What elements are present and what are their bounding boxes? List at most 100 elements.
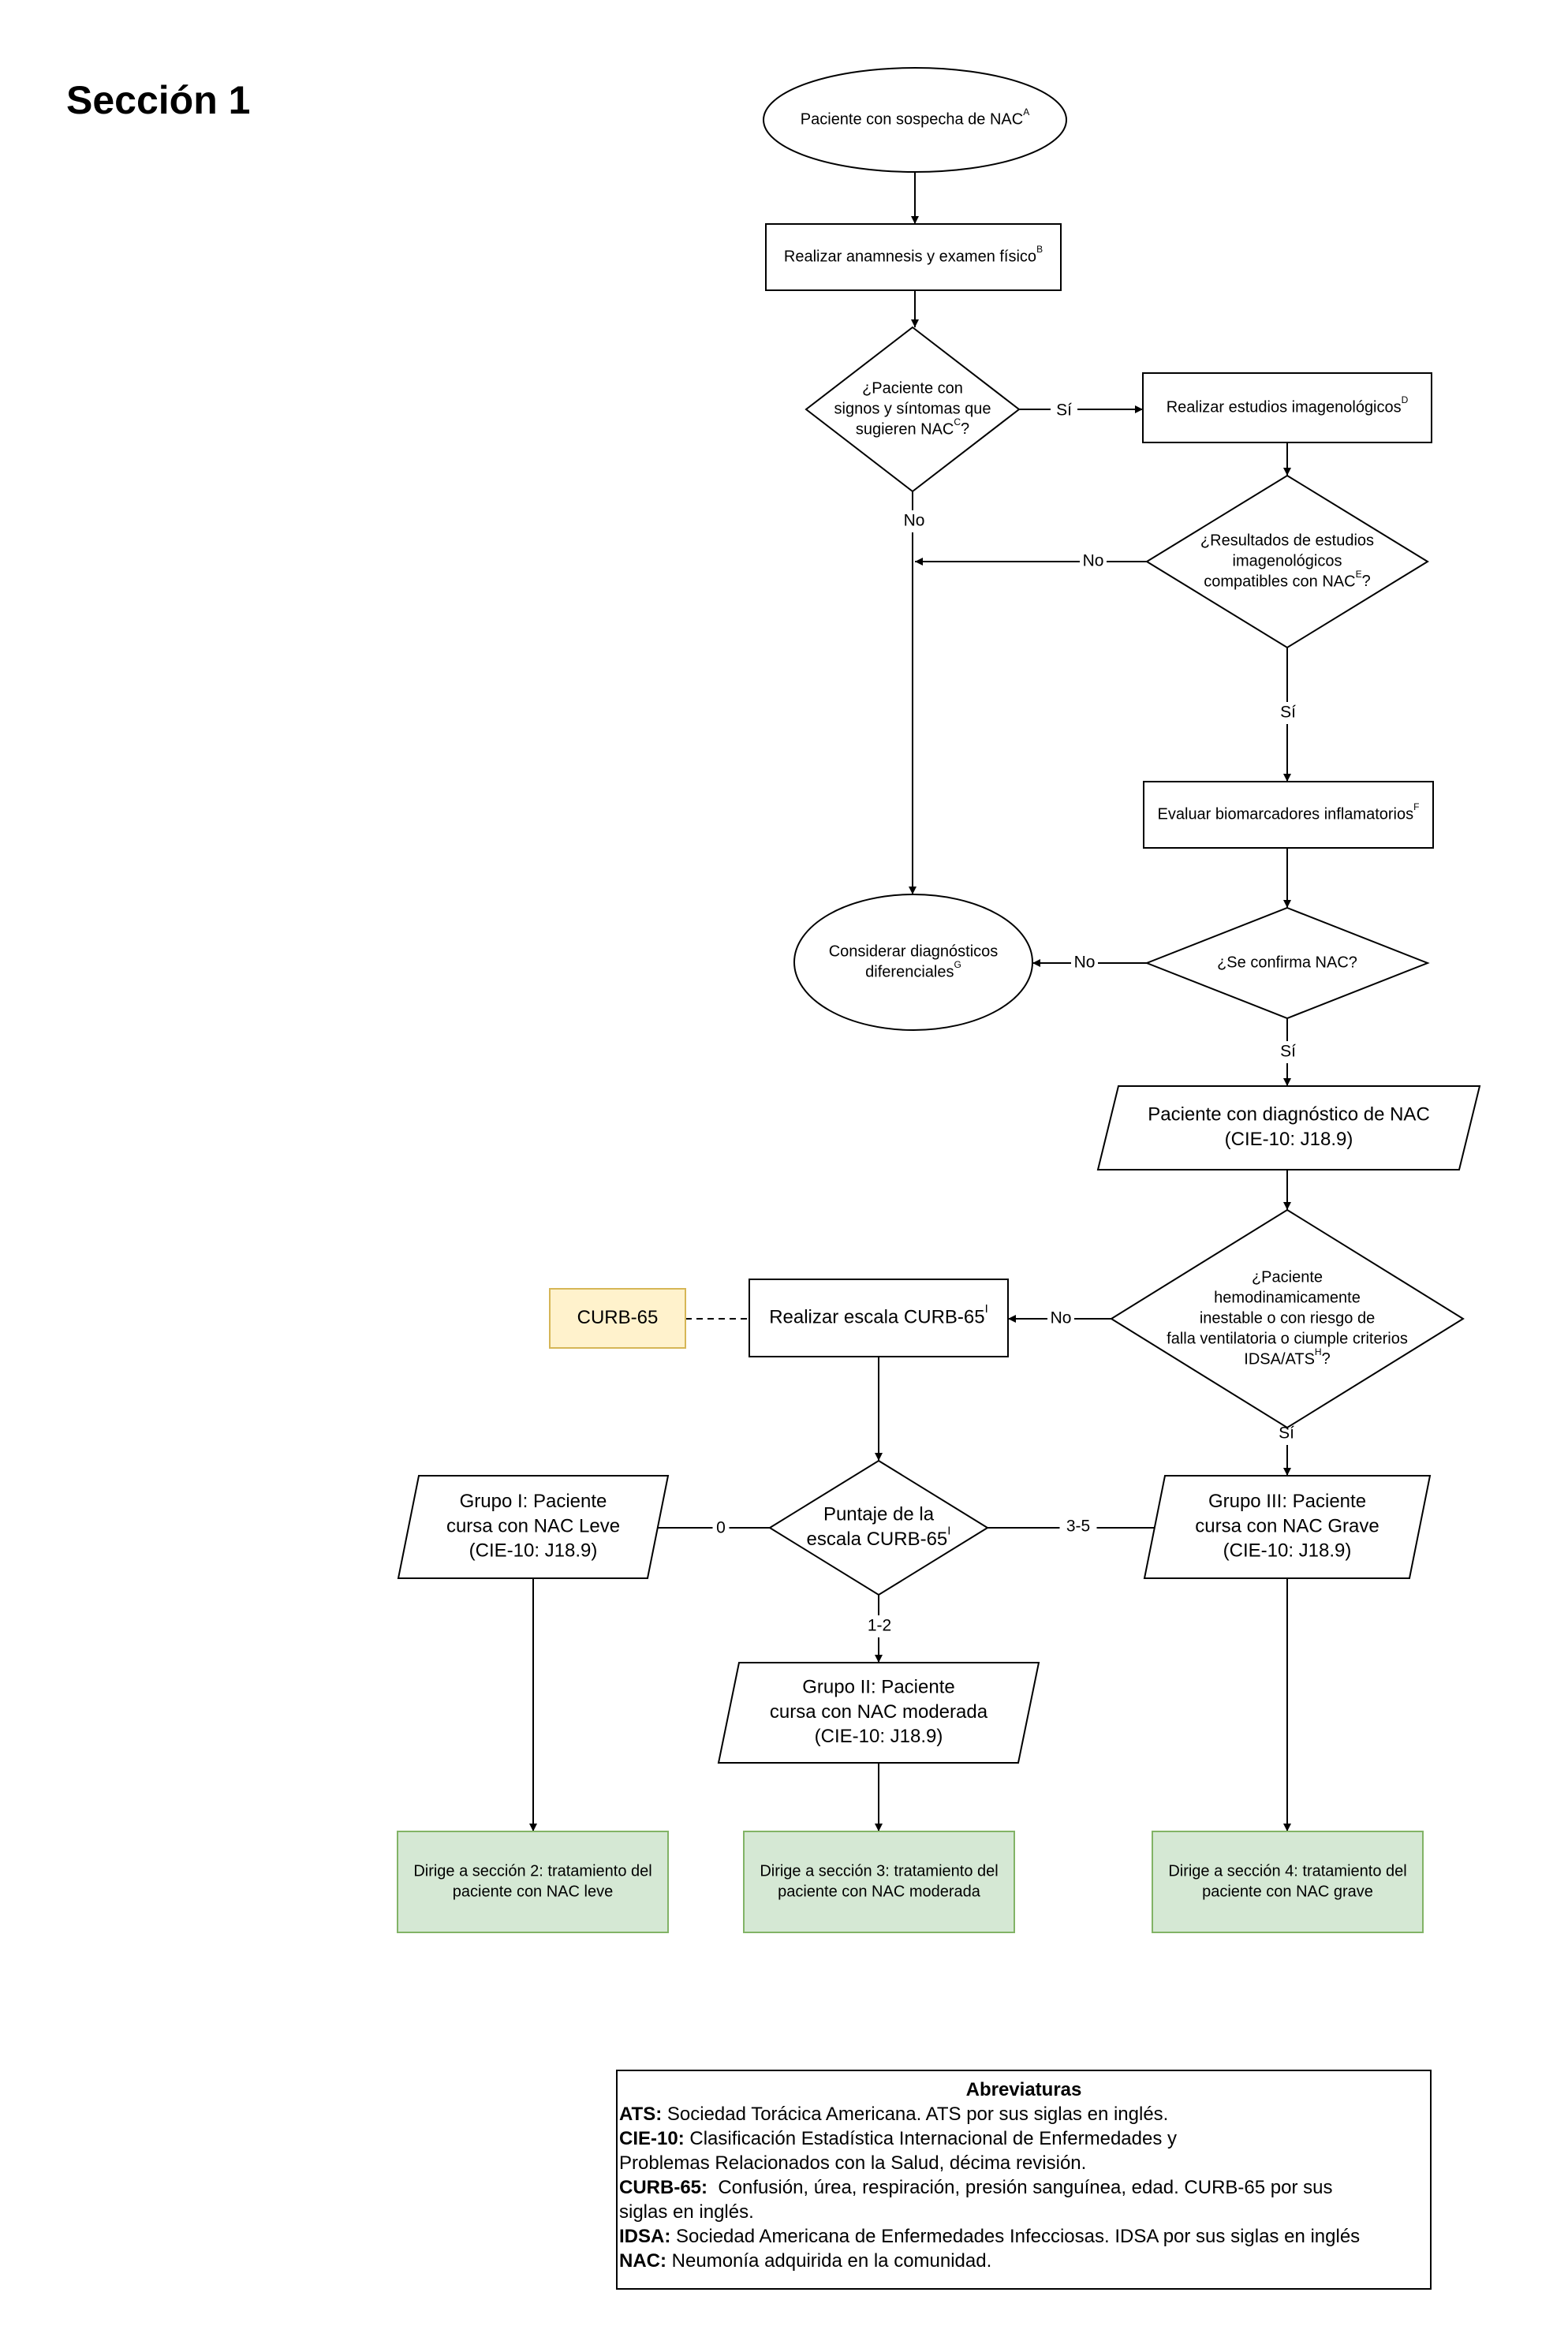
abbreviation-definition: Neumonía adquirida en la comunidad.	[666, 2250, 992, 2272]
footnote-superscript: I	[985, 1302, 988, 1316]
node-unstable-decision: ¿Paciente hemodinamicamente inestable o co…	[1110, 1208, 1465, 1429]
node-text-line: ¿Se confirma NAC?	[1217, 954, 1357, 971]
edge-label-si-imaging: Sí	[1056, 401, 1072, 420]
footnote-superscript: H	[1315, 1346, 1322, 1357]
node-text-line: inestable o con riesgo de	[1200, 1309, 1375, 1327]
abbreviation-definition: siglas en inglés.	[619, 2201, 754, 2223]
node-sec3: Dirige a sección 3: tratamiento delpacie…	[743, 1831, 1015, 1933]
abbreviations-title: Abreviaturas	[965, 2079, 1082, 2100]
edge-label-bg	[712, 1518, 730, 1540]
node-text-line: (CIE-10: J18.9)	[1223, 1540, 1352, 1562]
diamond-shape	[805, 326, 1021, 493]
edge-label-bg	[1051, 400, 1077, 422]
footnote-superscript: D	[1402, 394, 1409, 405]
edge-label-no-imaging: No	[1083, 552, 1104, 570]
abbreviation-definition: Problemas Relacionados con la Salud, déc…	[619, 2152, 1087, 2174]
node-text-line: paciente con NAC leve	[453, 1883, 613, 1900]
diamond-shape	[1110, 1208, 1465, 1429]
node-text-line: Grupo I: Paciente	[460, 1491, 607, 1512]
abbreviation-line: CURB-65: Confusión, úrea, respiración, p…	[619, 2175, 1428, 2200]
node-text-line: Considerar diagnósticos	[829, 943, 999, 960]
abbreviation-term: NAC:	[619, 2250, 666, 2272]
parallelogram-shape	[717, 1662, 1040, 1764]
abbreviations-list: ATS: Sociedad Torácica Americana. ATS po…	[619, 2102, 1428, 2273]
box-shape	[765, 223, 1062, 291]
node-text-line: Realizar estudios imagenológicosD	[1167, 394, 1409, 416]
abbreviation-line: IDSA: Sociedad Americana de Enfermedades…	[619, 2224, 1428, 2249]
node-text-line: cursa con NAC Leve	[446, 1515, 620, 1536]
diamond-shape	[1144, 906, 1430, 1020]
node-imaging-decision: ¿Resultados de estudiosimagenológicoscom…	[1145, 474, 1429, 649]
node-text-line: (CIE-10: J18.9)	[815, 1726, 943, 1747]
footnote-superscript: I	[947, 1525, 950, 1538]
parallelogram-shape	[397, 1475, 670, 1579]
abbreviation-line: NAC: Neumonía adquirida en la comunidad.	[619, 2249, 1428, 2273]
footnote-superscript: B	[1036, 244, 1043, 255]
edge-label-bg	[901, 510, 928, 532]
node-text-line: Grupo III: Paciente	[1208, 1491, 1366, 1512]
edge-label-score-1-2: 1-2	[868, 1617, 891, 1635]
node-imaging: Realizar estudios imagenológicosD	[1142, 372, 1432, 443]
ellipse-shape	[763, 67, 1067, 173]
node-text-line: cursa con NAC moderada	[770, 1701, 988, 1723]
footnote-superscript: A	[1023, 106, 1029, 118]
edge-label-si-biomarkers: Sí	[1280, 704, 1296, 722]
abbreviation-term: CURB-65:	[619, 2177, 708, 2198]
node-text-line: ¿Resultados de estudios	[1200, 532, 1374, 549]
node-text-line: Dirige a sección 3: tratamiento del	[760, 1862, 998, 1880]
footnote-superscript: F	[1413, 801, 1419, 812]
node-text-line: Grupo II: Paciente	[802, 1677, 954, 1698]
node-text-suffix: ?	[1322, 1350, 1331, 1368]
edge-label-bg	[861, 1615, 898, 1637]
node-biomarkers: Evaluar biomarcadores inflamatoriosF	[1143, 781, 1434, 849]
node-start: Paciente con sospecha de NACA	[763, 67, 1067, 173]
node-text-line: imagenológicos	[1233, 552, 1342, 569]
edge-label-bg	[1071, 952, 1098, 974]
node-text-line: CURB-65	[577, 1307, 659, 1328]
node-text-line: Realizar escala CURB-65I	[769, 1302, 988, 1327]
parallelogram-shape	[1096, 1085, 1481, 1170]
footnote-superscript: G	[954, 959, 961, 970]
diamond-shape	[768, 1459, 989, 1596]
node-sec2: Dirige a sección 2: tratamiento del pacie…	[397, 1831, 669, 1933]
node-diagnosis: Paciente con diagnóstico de NAC(CIE-10: …	[1096, 1085, 1481, 1170]
footnote-superscript: E	[1356, 569, 1362, 580]
edge-label-bg	[1047, 1308, 1074, 1330]
diamond-shape	[1145, 474, 1429, 649]
edge-label-bg	[1275, 1041, 1301, 1063]
node-text-line: Paciente con sospecha de NACA	[801, 106, 1029, 128]
box-shape	[549, 1288, 686, 1349]
parallelogram-shape	[1143, 1475, 1432, 1579]
edge-label-bg	[1059, 1516, 1097, 1538]
node-text-line: Evaluar biomarcadores inflamatoriosF	[1158, 801, 1420, 823]
node-text-line: ¿Paciente	[1252, 1268, 1323, 1286]
edge-label-si-diagnosis: Sí	[1280, 1043, 1296, 1061]
abbreviation-term: ATS:	[619, 2104, 663, 2125]
node-anamnesis: Realizar anamnesis y examen físicoB	[765, 223, 1062, 291]
node-text-line: signos y síntomas que	[834, 400, 991, 417]
node-confirm-decision: ¿Se confirma NAC?	[1144, 906, 1430, 1020]
nodes: Paciente con sospecha de NACA Realizar an…	[397, 67, 1481, 1933]
footnote-superscript: C	[954, 416, 961, 427]
edge-label-bg	[1275, 702, 1301, 724]
edge-label-score-0: 0	[716, 1519, 726, 1537]
abbreviation-definition: Sociedad Torácica Americana. ATS por sus…	[662, 2104, 1169, 2125]
box-shape	[743, 1831, 1015, 1933]
node-curb-ref: CURB-65	[549, 1288, 686, 1349]
node-text-line: paciente con NAC grave	[1202, 1883, 1373, 1900]
node-text-line: Dirige a sección 2: tratamiento del	[413, 1862, 651, 1880]
abbreviation-line: Problemas Relacionados con la Salud, déc…	[619, 2151, 1428, 2175]
edge-label-si-unstable: Sí	[1279, 1424, 1294, 1443]
abbreviation-term: IDSA:	[619, 2226, 671, 2247]
edge-label-no-unstable: No	[1051, 1309, 1072, 1327]
node-text-line: hemodinamicamente	[1214, 1289, 1361, 1306]
node-curb-scale: Realizar escala CURB-65I	[749, 1279, 1009, 1357]
node-text-line: diferencialesG	[865, 959, 961, 980]
abbreviation-line: siglas en inglés.	[619, 2200, 1428, 2224]
